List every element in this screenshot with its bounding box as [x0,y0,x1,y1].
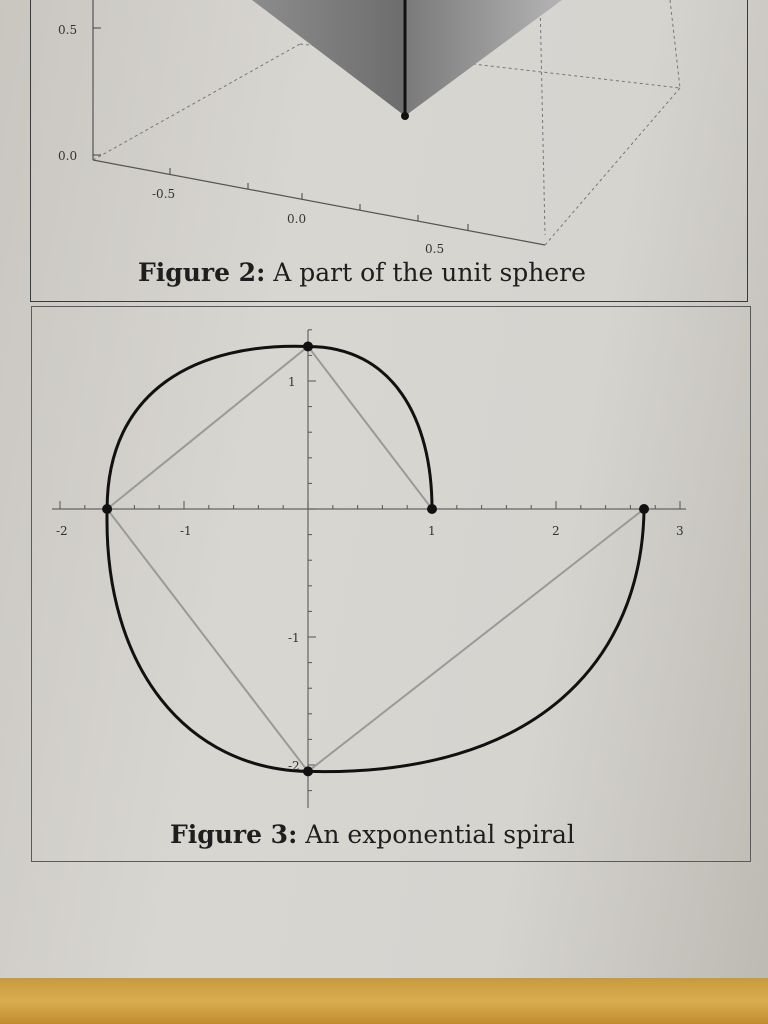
data-point [427,504,437,514]
data-point [102,504,113,514]
x-tick-label: 3 [676,524,684,538]
tick-label: 0.0 [58,149,77,163]
tick-label: 0.0 [287,212,306,226]
chart-axes [52,329,686,808]
polygon-line [105,345,645,773]
figure3-label: Figure 3: [170,820,298,849]
spiral-series [105,344,646,774]
tick-label: 0.5 [58,23,77,37]
polygon-series [105,345,645,773]
figure2-frame [30,0,748,302]
chart-markers [102,341,650,777]
cone-apex-point [401,112,409,120]
box-edge [299,43,681,89]
figure3-caption-text: An exponential spiral [305,820,575,849]
paper-sheet [0,0,768,990]
box-edge [544,87,681,246]
figure2-caption: Figure 2: A part of the unit sphere [138,258,586,287]
cone-left-face [252,0,405,116]
box-edge [669,0,681,89]
figure2-label: Figure 2: [138,258,266,287]
figure3-caption: Figure 3: An exponential spiral [170,820,575,849]
figure2-caption-text: A part of the unit sphere [273,258,586,287]
tick-label: 0.5 [425,242,444,256]
x-tick-label: 1 [428,524,436,538]
y-tick-label: 1 [288,375,296,389]
data-point [303,766,313,777]
y-tick-label: -1 [288,631,300,645]
horizontal-axis [92,159,546,246]
tick-labels: -2 -1 1 2 3 1 -1 -2 [56,375,684,773]
data-point [639,504,650,514]
x-tick-label: -2 [56,524,68,538]
figure2-plot: 0.5 0.0 -0.5 0.0 0.5 [58,0,681,256]
tick-label: -0.5 [152,187,175,201]
data-point [303,341,313,352]
cone-right-face [405,0,562,116]
x-tick-label: 2 [552,524,560,538]
spiral-curve [105,344,646,774]
figure3-frame [31,306,751,862]
desk-surface [0,978,768,1024]
y-tick-label: -2 [288,759,300,773]
x-tick-label: -1 [180,524,192,538]
